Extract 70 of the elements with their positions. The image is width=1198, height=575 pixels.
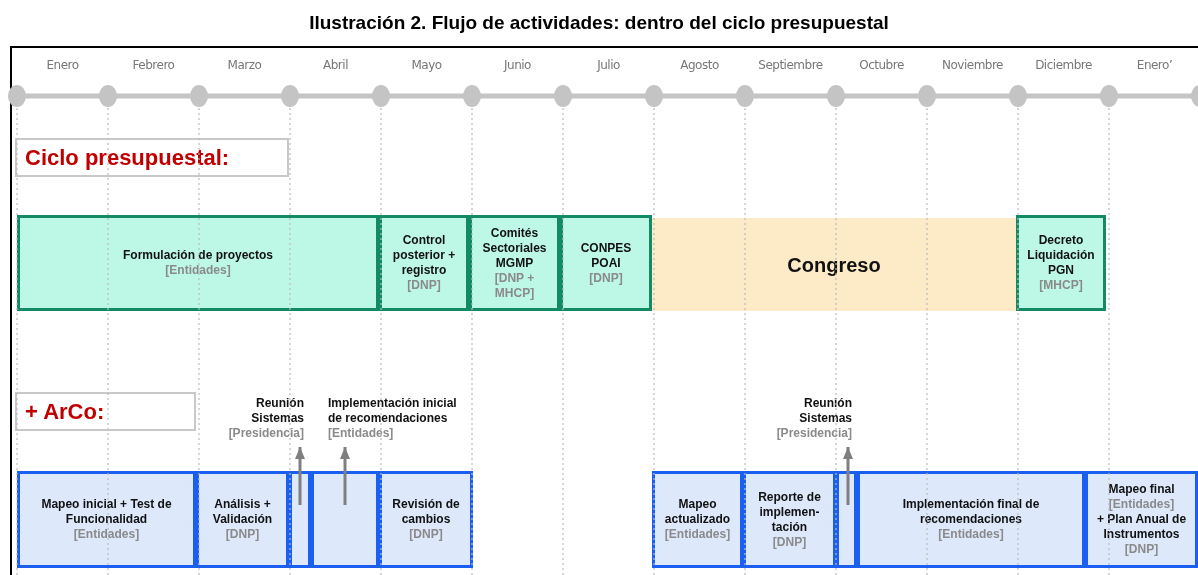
month-label: Septiembre — [757, 58, 824, 72]
activity-label: Formulación de proyectos — [123, 248, 273, 263]
activity-box — [560, 215, 652, 311]
responsible-label: [Entidades] — [165, 263, 231, 278]
responsible-label: [DNP] — [1124, 542, 1159, 557]
responsible-label: [DNP] — [225, 527, 260, 542]
month-label: Febrero — [131, 58, 176, 72]
activity-label: Congreso — [787, 252, 881, 277]
activity-box — [743, 471, 836, 568]
activity-box — [652, 471, 743, 568]
activity-box — [469, 215, 560, 311]
activity-box — [17, 471, 196, 568]
responsible-label: [Presidencia] — [776, 425, 852, 441]
responsible-label: [Entidades] — [1108, 497, 1175, 512]
responsible-label: [DNP + MHCP] — [493, 270, 536, 301]
activity-label: + ArCo: — [25, 398, 105, 425]
diagram-title: Ilustración 2. Flujo de actividades: dentro del ciclo presupuestal — [308, 12, 890, 34]
activity-label: Revisión de cambios — [391, 497, 461, 527]
activity-box — [857, 471, 1085, 568]
month-label: Marzo — [226, 58, 263, 72]
activity-label: Análisis + Validación — [211, 497, 274, 527]
month-label: Diciembre — [1034, 58, 1093, 72]
responsible-label: [DNP] — [409, 527, 443, 542]
activity-label: Implementación final de recomendaciones — [901, 497, 1041, 527]
responsible-label: [DNP] — [772, 534, 807, 550]
activity-label: Reunión Sistemas — [250, 395, 304, 426]
responsible-label: [Entidades] — [328, 425, 394, 441]
responsible-label: [MHCP] — [1039, 278, 1083, 293]
activity-label: Implementación inicial de recomendaciones — [328, 395, 458, 426]
month-label: Mayo — [410, 58, 443, 72]
activity-label: Reunión Sistemas — [798, 395, 852, 426]
activity-box — [836, 471, 857, 568]
activity-box — [311, 471, 379, 568]
activity-label: Ciclo presupuestal: — [25, 144, 230, 171]
activity-label: Comités Sectoriales MGMP — [481, 225, 548, 271]
activity-label: Mapeo inicial + Test de Funcionalidad — [40, 497, 173, 527]
arrow — [295, 447, 305, 505]
activity-box — [289, 471, 311, 568]
month-label: Enero — [45, 58, 80, 72]
month-label: Enero’ — [1135, 58, 1174, 72]
activity-box — [196, 471, 289, 568]
section-heading-box — [15, 138, 289, 177]
month-label: Junio — [502, 58, 532, 72]
month-label: Noviembre — [941, 58, 1004, 72]
activity-box — [1085, 471, 1198, 568]
arrow — [340, 447, 350, 505]
responsible-label: [Entidades] — [664, 527, 731, 542]
responsible-label: [DNP] — [589, 270, 623, 286]
activity-box — [1016, 215, 1106, 311]
activity-box — [379, 215, 469, 311]
activity-label: Mapeo final — [1108, 482, 1175, 497]
activity-label: + Plan Anual de Instrumentos — [1095, 512, 1188, 542]
month-label: Agosto — [679, 58, 720, 72]
activity-label: Control posterior + registro — [391, 233, 457, 278]
activity-box — [379, 471, 473, 568]
responsible-label: [DNP] — [407, 278, 441, 293]
section-heading-box — [15, 392, 196, 431]
activity-box — [17, 215, 379, 311]
activity-label: CONPES POAI — [579, 240, 633, 271]
activity-label: Decreto Liquidación PGN — [1026, 233, 1096, 278]
responsible-label: [Entidades] — [938, 527, 1004, 542]
arrow — [843, 447, 853, 505]
month-label: Octubre — [858, 58, 905, 72]
activity-label: Mapeo actualizado — [663, 497, 732, 527]
month-label: Julio — [595, 58, 621, 72]
responsible-label: [Presidencia] — [228, 425, 304, 441]
activity-band — [652, 218, 1016, 311]
activity-label: Reporte de implemen-tación — [757, 489, 822, 535]
responsible-label: [Entidades] — [73, 527, 140, 542]
month-label: Abril — [322, 58, 349, 72]
